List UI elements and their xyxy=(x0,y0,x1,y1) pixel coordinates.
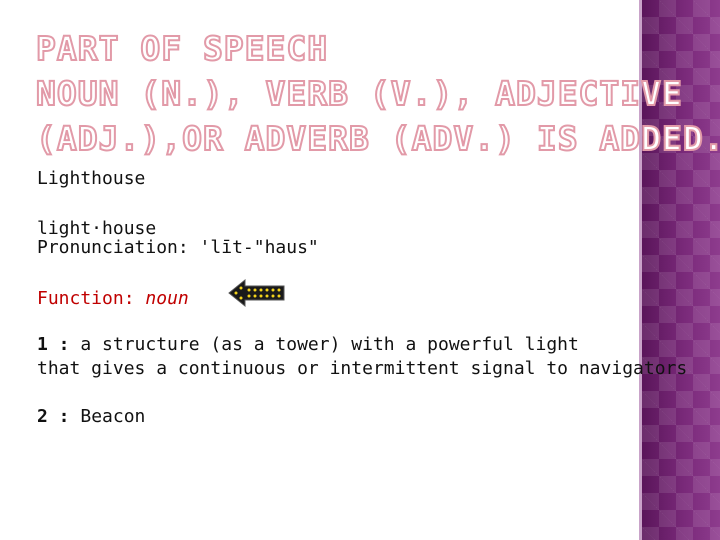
side-band-edge xyxy=(639,0,642,540)
marquee-left-arrow-icon xyxy=(228,278,285,308)
decorative-side-band xyxy=(642,0,720,540)
function-value: noun xyxy=(145,288,189,309)
definition-1-text-line-2: that gives a continuous or intermittent … xyxy=(37,358,688,379)
title-line-1: PART OF SPEECH xyxy=(35,28,329,69)
title-line-2: NOUN (N.), VERB (V.), ADJECTIVE xyxy=(35,73,683,114)
entry-syllables: light·house xyxy=(37,218,157,239)
entry-function: Function: noun xyxy=(37,288,189,310)
definition-1: 1 : a structure (as a tower) with a powe… xyxy=(37,334,579,356)
definition-2-text: Beacon xyxy=(80,406,146,427)
definition-2: 2 : Beacon xyxy=(37,406,145,428)
function-label: Function: xyxy=(37,288,135,309)
definition-1-number: 1 : xyxy=(37,334,70,355)
definition-1-text-line-1: a structure (as a tower) with a powerful… xyxy=(80,334,579,355)
slide-title: PART OF SPEECH NOUN (N.), VERB (V.), ADJ… xyxy=(35,26,720,161)
entry-word: Lighthouse xyxy=(37,168,146,189)
entry-pronunciation: Pronunciation: 'līt-"haus" xyxy=(37,237,319,258)
title-line-3: (ADJ.),OR ADVERB (ADV.) IS ADDED. xyxy=(35,118,720,159)
definition-2-number: 2 : xyxy=(37,406,70,427)
